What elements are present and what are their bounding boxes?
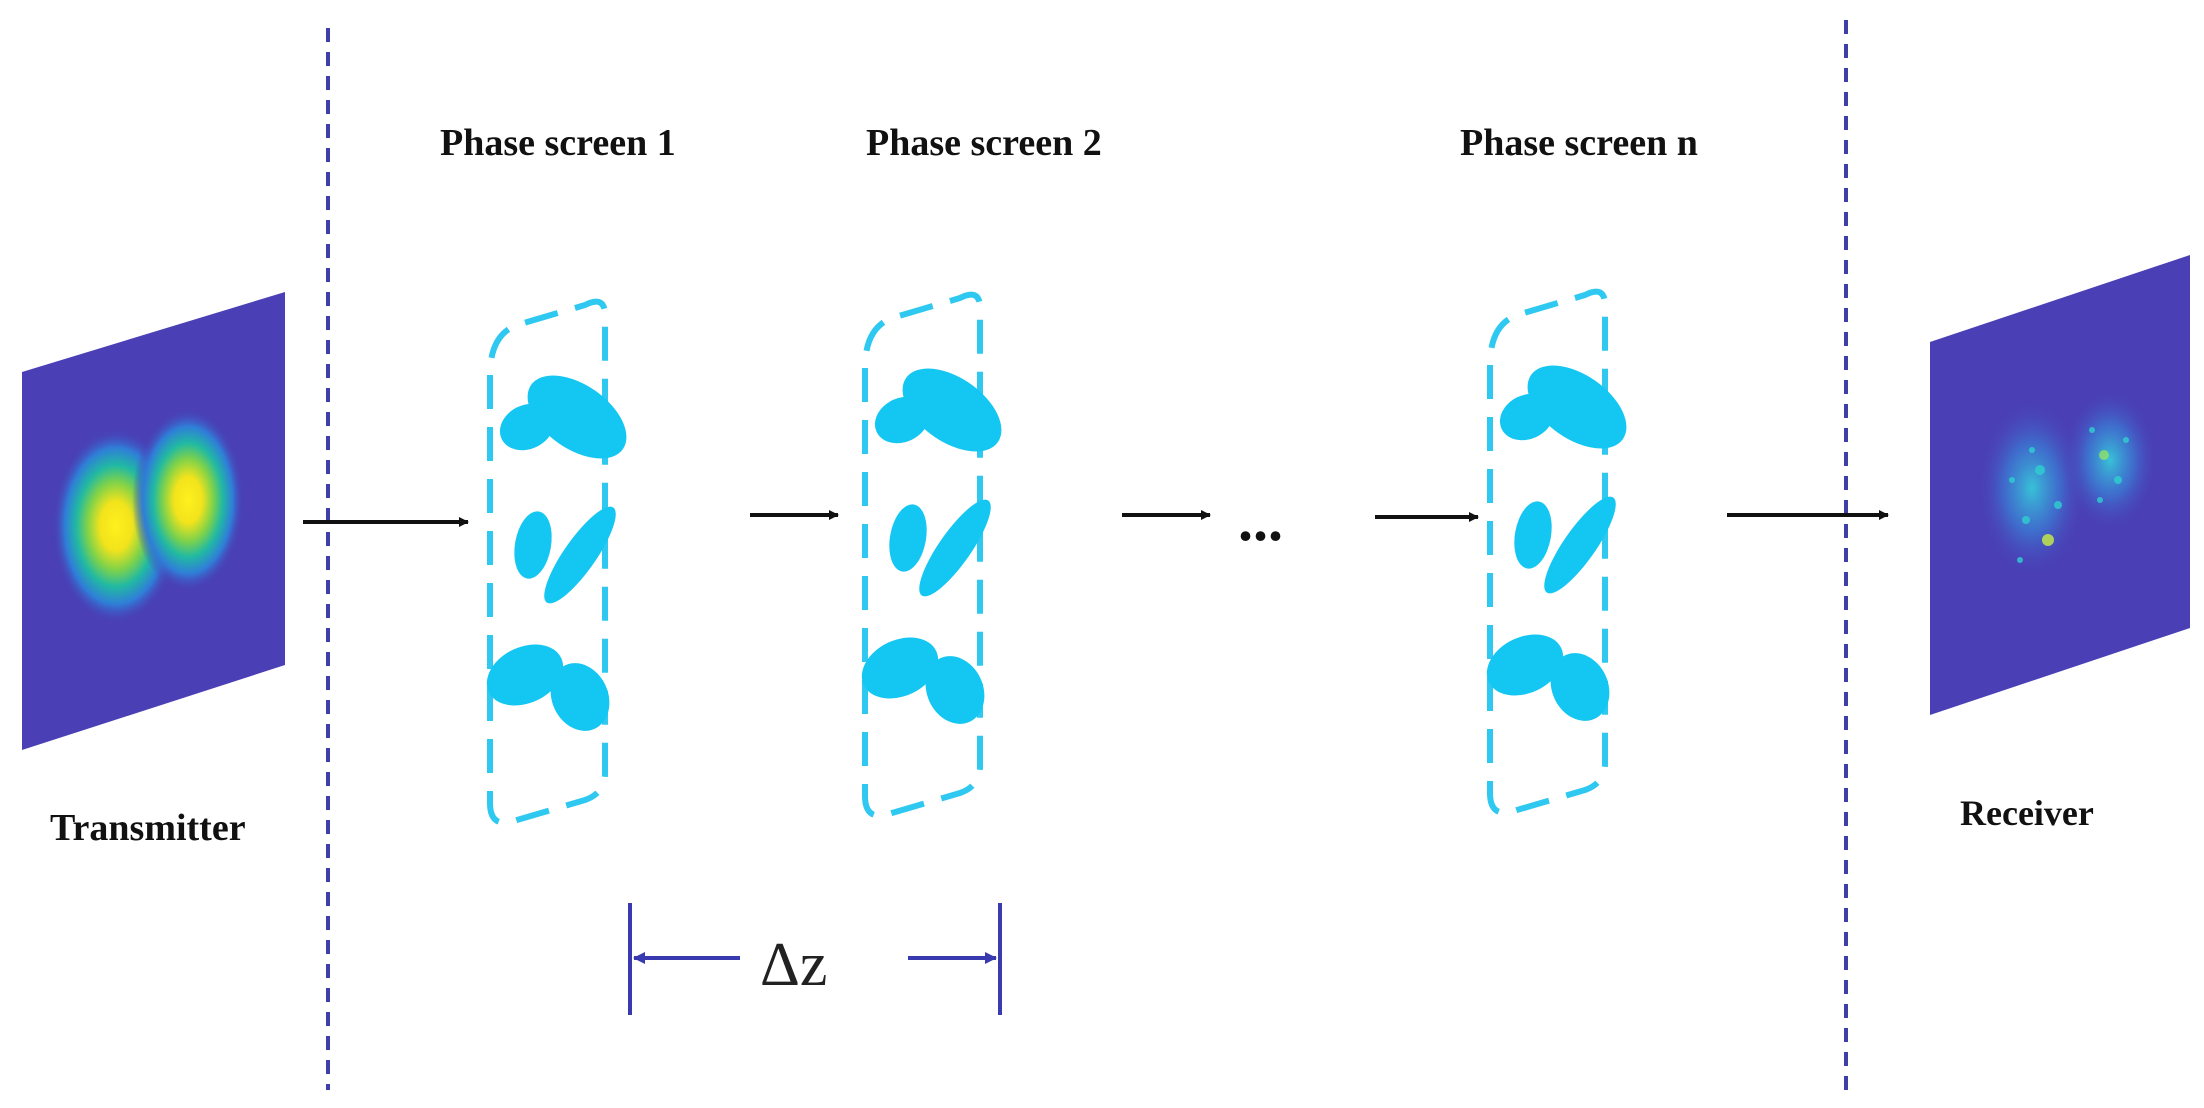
ellipsis-label: ... (1238, 487, 1283, 553)
phase-screen-n-title: Phase screen n (1460, 122, 1698, 164)
phase-screen-1-title: Phase screen 1 (440, 122, 676, 164)
spacing-marker (628, 903, 1002, 1015)
receiver-label: Receiver (1960, 793, 2094, 833)
phase-screen-1-icon (477, 302, 641, 823)
phase-screen-n-icon (1477, 292, 1641, 813)
spacing-label: Δz (760, 931, 827, 999)
phase-screen-2-icon (852, 295, 1016, 816)
transmitter-beam-panel (22, 292, 285, 750)
transmitter-label: Transmitter (50, 807, 246, 849)
receiver-beam-panel (1930, 255, 2190, 715)
phase-screen-2-title: Phase screen 2 (866, 122, 1102, 164)
